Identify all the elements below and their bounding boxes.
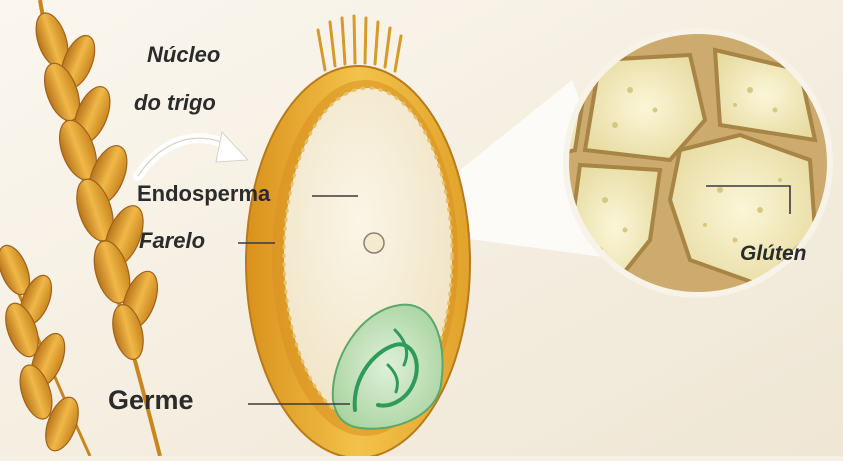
germ-label: Germe <box>108 385 194 416</box>
bran-label: Farelo <box>139 228 205 254</box>
gluten-label: Glúten <box>740 242 807 266</box>
nucleus-label-line2: do trigo <box>134 90 216 116</box>
zoom-spot <box>364 233 384 253</box>
nucleus-label-line1: Núcleo <box>147 42 220 68</box>
endosperm-label: Endosperma <box>137 181 270 207</box>
